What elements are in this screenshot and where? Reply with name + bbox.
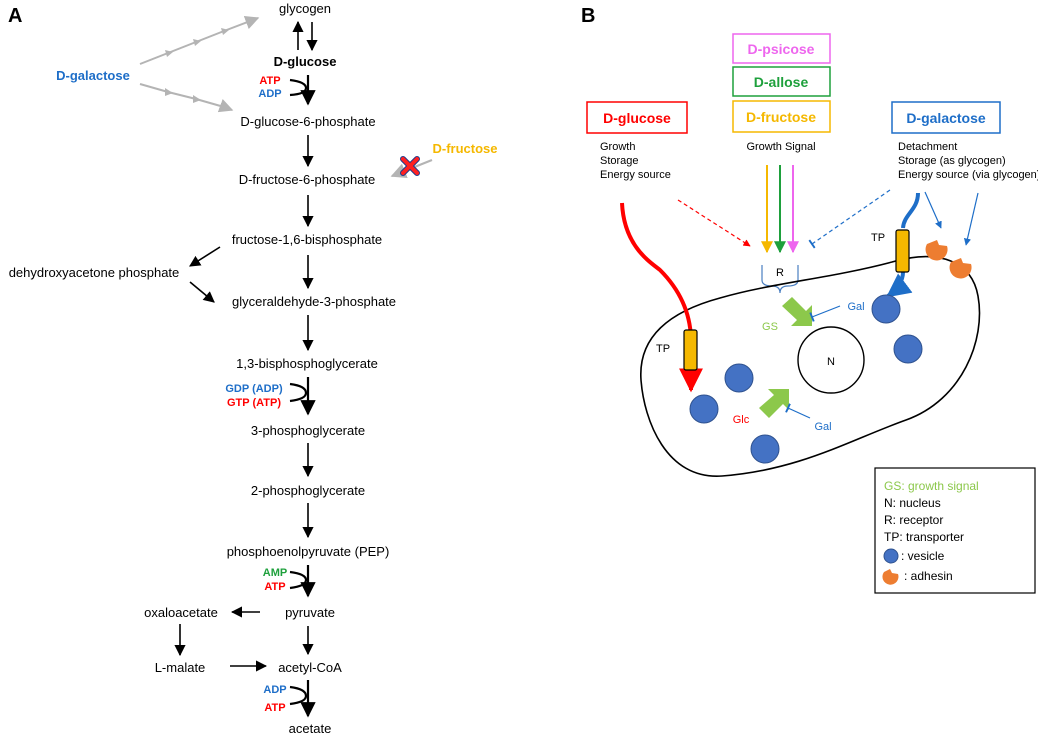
nucleus — [797, 326, 865, 394]
tp-right-label: TP — [871, 232, 885, 244]
nucleus-label: N — [827, 356, 835, 368]
legend-gs: GS: growth signal — [884, 479, 979, 493]
pep-label: phosphoenolpyruvate (PEP) — [227, 544, 390, 559]
adhesin-icon — [925, 240, 948, 261]
g3p-label: glyceraldehyde-3-phosphate — [232, 294, 396, 309]
legend-tp: TP: transporter — [884, 530, 964, 544]
cofactor-amp: AMP — [263, 567, 287, 579]
glycogen-label: glycogen — [279, 1, 331, 16]
vesicle — [689, 394, 719, 424]
galactose-arrow-chevrons — [165, 28, 229, 111]
cofactor-atp-1: ATP — [259, 75, 280, 87]
gal-inhibition-top — [809, 305, 841, 322]
cofactor-adp-2: ADP — [263, 684, 286, 696]
glc-label: Glc — [733, 414, 750, 426]
adhesin-icons — [925, 240, 972, 279]
legend-vesicle-icon — [883, 548, 899, 564]
galactose-role-3: Energy source (via glycogen) — [898, 169, 1038, 181]
pyruvate-label: pyruvate — [285, 605, 335, 620]
panel-b-label: B — [581, 5, 595, 27]
receptor — [761, 265, 799, 294]
glucose-role-3: Energy source — [600, 169, 671, 181]
acetyl-coa-label: acetyl-CoA — [278, 660, 342, 675]
allose-box-label: D-allose — [754, 74, 809, 90]
fructose-box — [732, 100, 831, 133]
legend-n: N: nucleus — [884, 496, 941, 510]
pg3-label: 3-phosphoglycerate — [251, 423, 365, 438]
glucose-box — [586, 101, 688, 134]
galactose-arrows — [139, 15, 260, 113]
d-glucose-label: D-glucose — [274, 54, 337, 69]
malate-label: L-malate — [155, 660, 206, 675]
cofactor-atp-2: ATP — [264, 581, 285, 593]
vesicles — [689, 294, 923, 464]
fructose-input-label: D-fructose — [432, 141, 497, 156]
legend-vesicle: : vesicle — [901, 549, 945, 563]
transporter-right — [895, 229, 910, 273]
red-x-icon — [400, 156, 420, 176]
adhesin-icon — [949, 258, 972, 279]
gal-bottom-label: Gal — [814, 421, 831, 433]
galactose-transport-path — [901, 192, 920, 229]
vesicle — [750, 434, 780, 464]
glucose-role-1: Growth — [600, 141, 635, 153]
f16bp-label: fructose-1,6-bisphosphate — [232, 232, 382, 247]
cofactor-gdp: GDP (ADP) — [225, 383, 283, 395]
legend-box — [874, 467, 1036, 594]
gs-arrow-bottom — [759, 389, 789, 418]
f6p-label: D-fructose-6-phosphate — [239, 172, 376, 187]
transporter-left — [683, 329, 698, 371]
acetate-label: acetate — [289, 721, 332, 736]
galactose-dashed-inhibition — [808, 189, 891, 249]
adhesin-arrow-2 — [963, 192, 979, 246]
glucose-transport-path — [620, 202, 693, 339]
dhap-label: dehydroxyacetone phosphate — [9, 265, 180, 280]
receptor-label: R — [776, 267, 784, 279]
vesicle — [893, 334, 923, 364]
cofactor-atp-3: ATP — [264, 702, 285, 714]
galactose-box — [891, 101, 1001, 134]
galactose-role-1: Detachment — [898, 141, 957, 153]
psicose-box — [732, 33, 831, 64]
psicose-box-label: D-psicose — [748, 41, 815, 57]
vesicle — [724, 363, 754, 393]
gs-arrow-top — [782, 297, 812, 326]
fructose-box-label: D-fructose — [746, 109, 816, 125]
cofactor-adp-1: ADP — [258, 88, 281, 100]
cofactor-gtp: GTP (ATP) — [227, 397, 281, 409]
panel-a: A glycogen D-glucose D-glucose-6-phospha… — [8, 1, 498, 736]
coupled-arrows — [289, 75, 316, 718]
galactose-role-2: Storage (as glycogen) — [898, 155, 1006, 167]
galactose-input-label: D-galactose — [56, 68, 130, 83]
panel-b: B D-glucose D-psicose D-allose D-fructos… — [581, 5, 1038, 594]
glucose-box-label: D-glucose — [603, 110, 671, 126]
bpg13-label: 1,3-bisphosphoglycerate — [236, 356, 378, 371]
vesicle — [871, 294, 901, 324]
galactose-box-label: D-galactose — [906, 110, 986, 126]
glucose-dashed-arrow — [677, 199, 751, 247]
tp-left-label: TP — [656, 343, 670, 355]
panel-a-label: A — [8, 5, 22, 27]
legend-adhesin-icon — [882, 569, 899, 585]
cell-membrane — [640, 255, 981, 477]
legend-r: R: receptor — [884, 513, 943, 527]
signal-role: Growth Signal — [746, 141, 815, 153]
pg2-label: 2-phosphoglycerate — [251, 483, 365, 498]
adhesin-arrow-1 — [924, 191, 942, 229]
gs-label: GS — [762, 321, 778, 333]
gal-top-label: Gal — [847, 301, 864, 313]
gal-inhibition-bottom — [785, 403, 811, 419]
oxaloacetate-label: oxaloacetate — [144, 605, 218, 620]
g6p-label: D-glucose-6-phosphate — [240, 114, 375, 129]
galactose-transport-arrow — [886, 271, 913, 298]
glucose-role-2: Storage — [600, 155, 639, 167]
legend-adhesin: : adhesin — [904, 569, 953, 583]
allose-box — [732, 66, 831, 97]
pathway-arrows — [174, 20, 318, 672]
